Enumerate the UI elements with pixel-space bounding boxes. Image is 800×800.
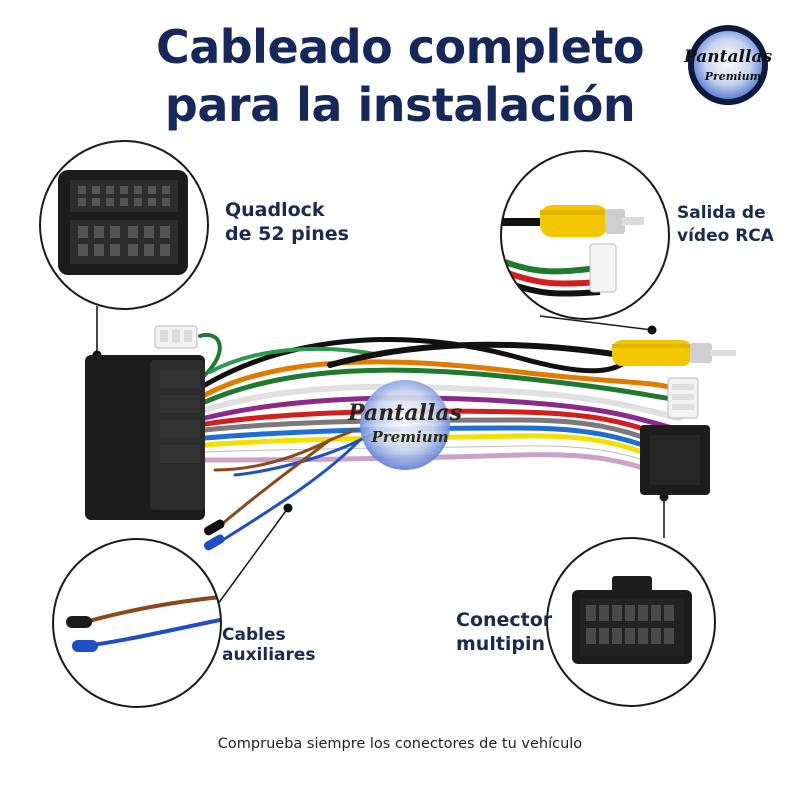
callout-label-rca-line1: Salida de — [677, 203, 766, 223]
callout-label-aux-line1: Cables — [222, 625, 286, 645]
multipin-connector-icon — [572, 576, 692, 664]
svg-text:Pantallas: Pantallas — [347, 400, 462, 426]
callout-dot-rca — [647, 325, 657, 335]
harness-wires — [198, 332, 683, 547]
page-title-line2: para la instalación — [164, 78, 636, 132]
aux-wire-icon — [203, 519, 225, 551]
svg-text:Premium: Premium — [370, 428, 448, 446]
rca-plug-icon — [612, 340, 736, 366]
callout-label-aux-line2: auxiliares — [222, 645, 316, 665]
callout-label-multipin: Conector multipin — [456, 608, 553, 656]
brand-logo-icon: Pantallas Premium — [683, 25, 773, 105]
callout-label-rca-line2: vídeo RCA — [677, 226, 774, 246]
white-plug-icon — [154, 325, 198, 349]
callout-label-quadlock-line1: Quadlock — [225, 199, 325, 221]
callout-circle-multipin — [546, 537, 716, 707]
page-title-line1: Cableado completo — [155, 20, 645, 74]
brand-logo-center: Pantallas Premium — [347, 380, 462, 470]
callout-circle-rca — [500, 150, 670, 320]
white-connector-right — [667, 377, 699, 419]
svg-text:Pantallas: Pantallas — [683, 47, 773, 67]
callout-circle-aux — [52, 538, 222, 708]
callout-dot-aux — [283, 503, 293, 513]
multipin-connector-small — [640, 425, 710, 495]
callout-label-quadlock: Quadlock de 52 pines — [225, 198, 349, 246]
svg-text:Premium: Premium — [704, 70, 762, 83]
callout-lines — [96, 306, 665, 609]
quadlock-connector-icon — [85, 355, 205, 520]
footer-note: Comprueba siempre los conectores de tu v… — [217, 736, 583, 752]
callout-label-quadlock-line2: de 52 pines — [225, 223, 349, 245]
callout-circle-quadlock — [39, 140, 209, 310]
callout-label-aux: Cables auxiliares — [222, 625, 316, 665]
callout-label-multipin-line2: multipin — [456, 633, 546, 655]
callout-label-rca: Salida de vídeo RCA — [677, 202, 774, 248]
callout-label-multipin-line1: Conector — [456, 609, 553, 631]
